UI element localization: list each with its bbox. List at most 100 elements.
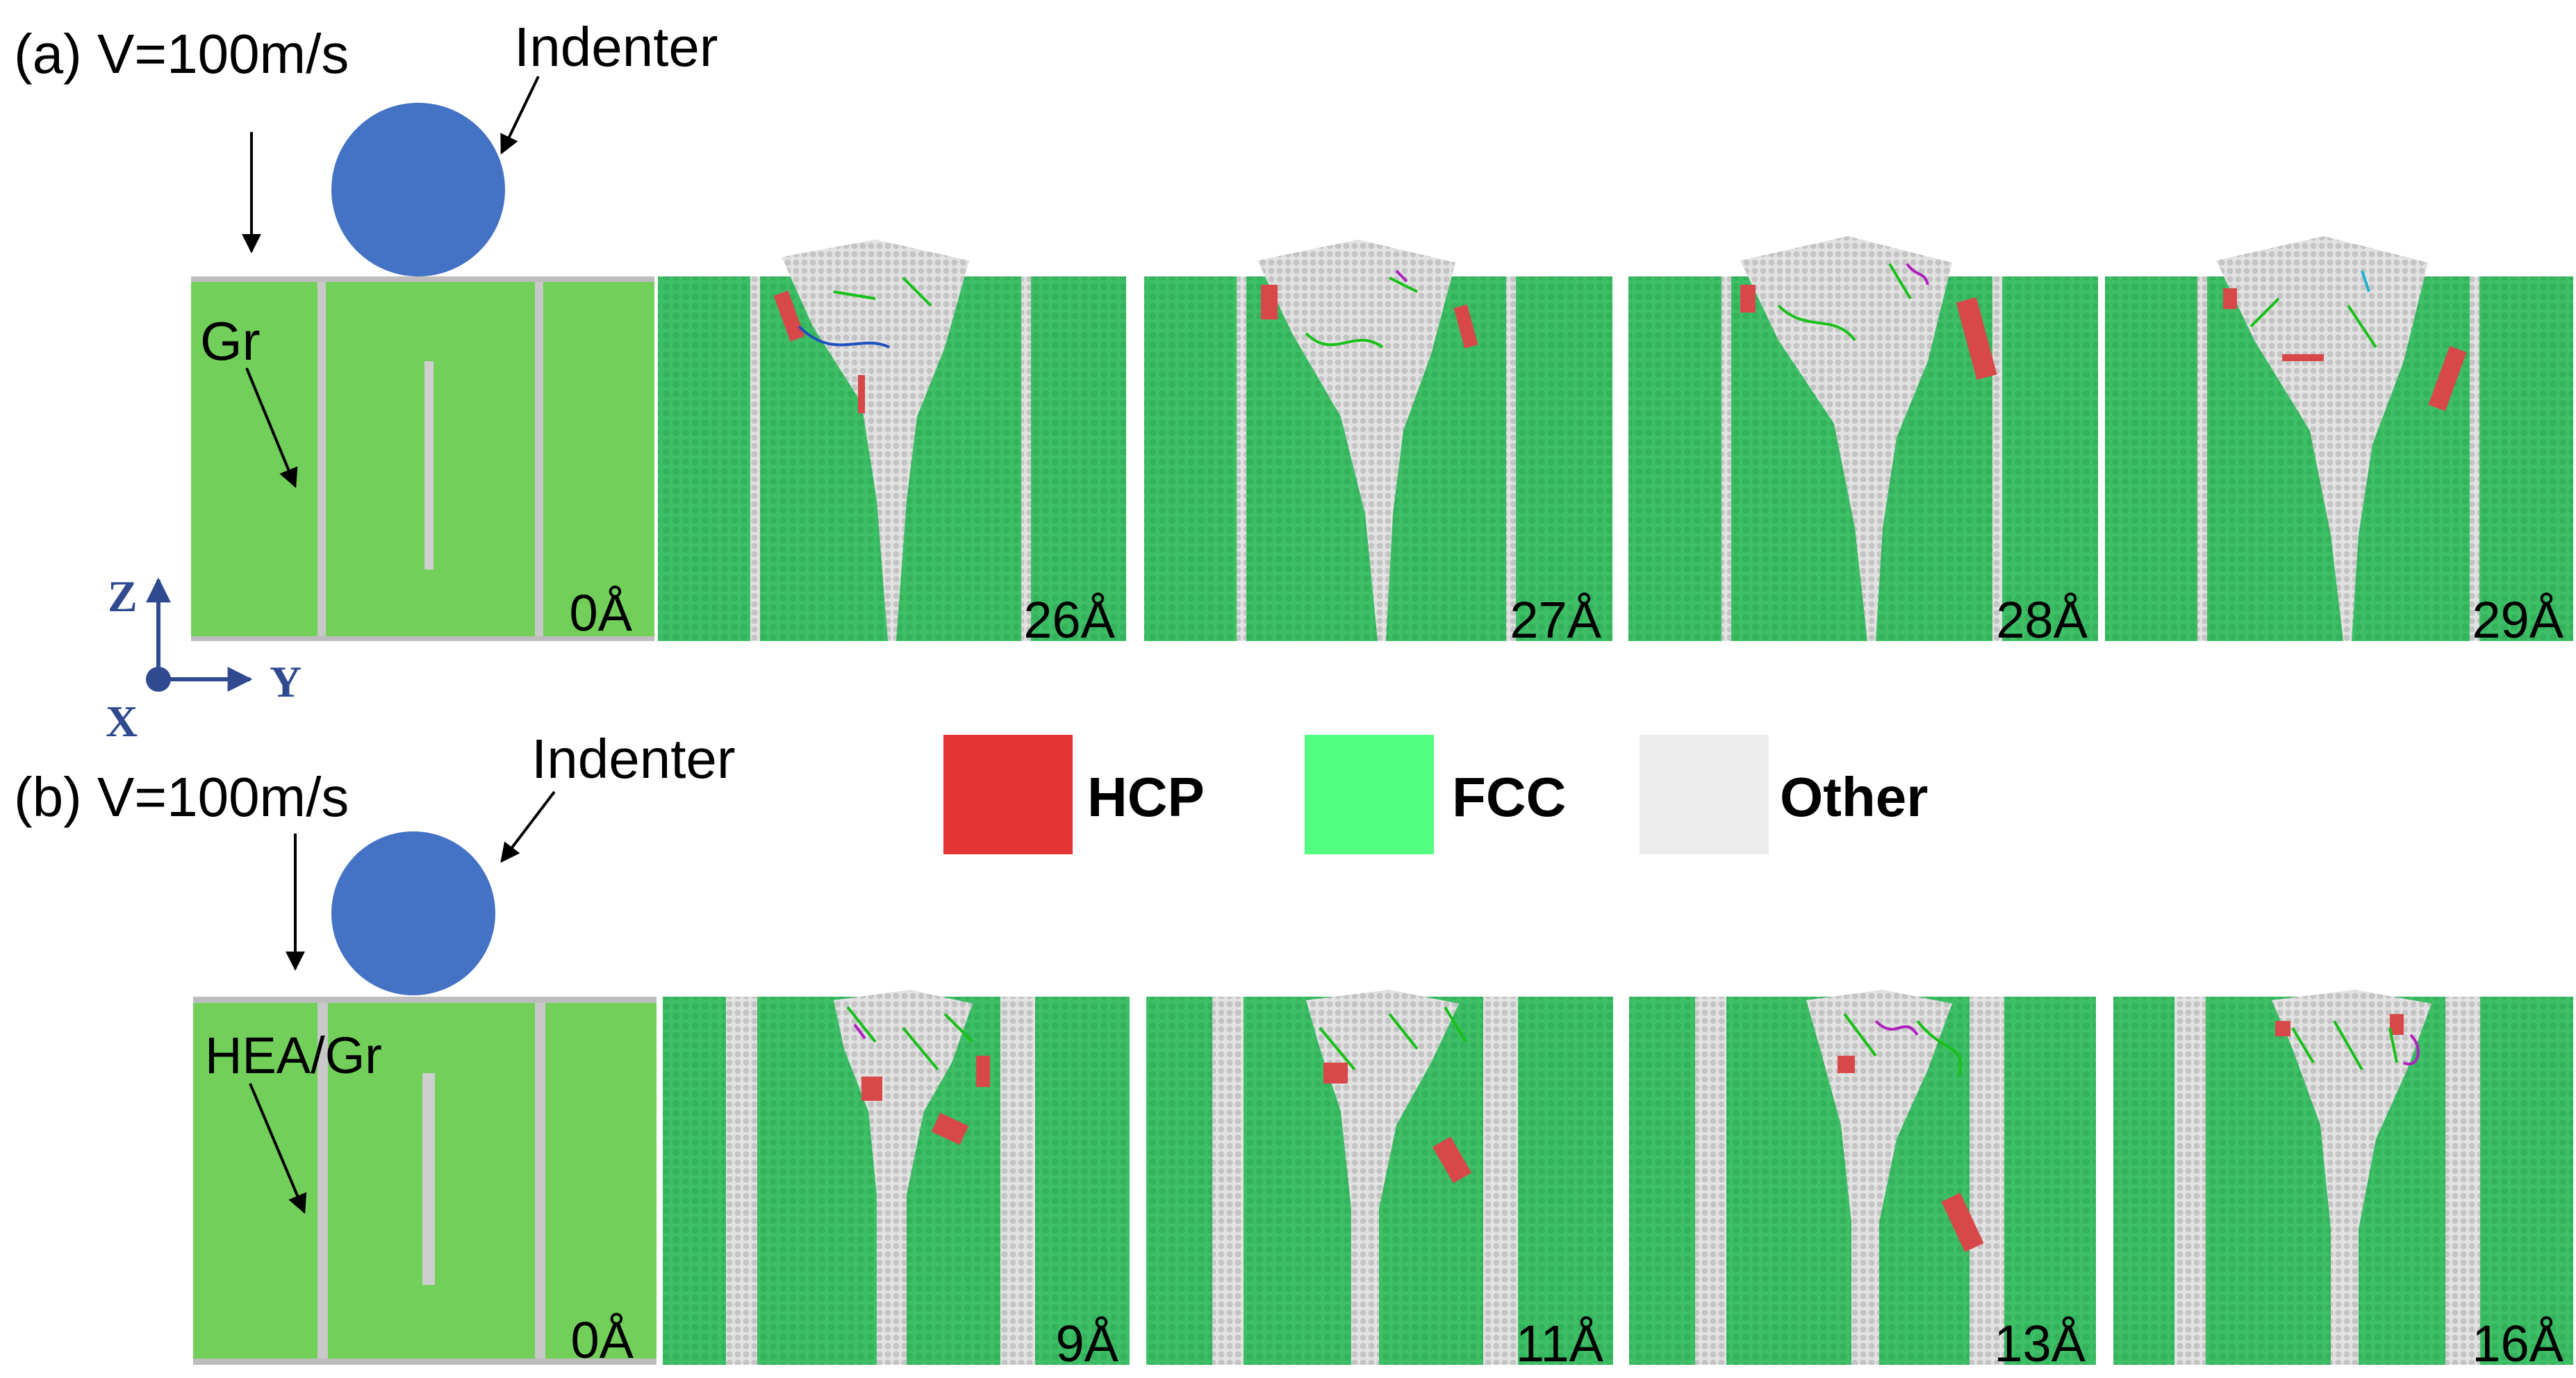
dislocation-line [1777, 263, 1912, 342]
row-b: (b) V=100m/s Indenter HEA/Gr 0Å [14, 728, 2573, 1372]
deformed-zone [2216, 236, 2428, 641]
panel-a1: 26Å [658, 240, 1126, 649]
row-a-material-label: Gr [200, 310, 261, 372]
hcp-cluster [1838, 1056, 1855, 1073]
hea-gr-layer [193, 997, 657, 1003]
dislocation-line [2403, 1034, 2420, 1065]
hea-gr-layer [535, 1003, 545, 1359]
dislocation-line [1305, 276, 1418, 349]
dislocation-line [1843, 1013, 1962, 1077]
hcp-cluster [1956, 297, 1997, 380]
row-a-caption: (a) V=100m/s [14, 23, 349, 85]
hcp-cluster [931, 1113, 969, 1145]
graphene-layer [1506, 276, 1516, 641]
depth-label: 27Å [1510, 591, 1601, 649]
x-axis-label: X [106, 697, 138, 746]
depth-label: 0Å [569, 584, 632, 642]
row-a-indenter-label: Indenter [514, 16, 718, 78]
hea-gr-layer [1212, 997, 1244, 1365]
x-axis-dot [146, 667, 171, 692]
panel-b3: 13Å [1629, 990, 2096, 1372]
hcp-cluster [1740, 285, 1756, 313]
deformed-zone [1257, 240, 1455, 641]
hcp-cluster [2282, 354, 2324, 361]
deformed-zone [1806, 990, 1952, 1365]
dislocation-line [1395, 269, 1408, 283]
deformed-zone [1740, 236, 1952, 641]
hea-gr-layer [726, 997, 757, 1365]
legend-swatch-hcp [943, 735, 1073, 854]
hea-gr-layer [317, 1003, 328, 1359]
dislocation-line [798, 325, 890, 349]
hcp-cluster [861, 1077, 882, 1101]
panel-b0: HEA/Gr 0Å [193, 997, 657, 1369]
legend-label-hcp: HCP [1087, 766, 1205, 828]
z-axis-label: Z [108, 572, 138, 621]
row-b-indenter-arrow [500, 790, 556, 863]
dislocation-line [1874, 1020, 1919, 1036]
graphene-layer [535, 282, 543, 636]
dislocation-line [1319, 1006, 1467, 1071]
y-axis-label: Y [270, 657, 302, 706]
graphene-layer [191, 636, 654, 641]
dislocation-line [2249, 297, 2377, 349]
hcp-cluster [976, 1056, 990, 1087]
hea-gr-layer [1000, 997, 1035, 1365]
hea-gr-layer [422, 1073, 435, 1285]
hcp-cluster [858, 375, 865, 413]
depth-label: 26Å [1023, 591, 1115, 649]
hcp-cluster [1261, 285, 1278, 319]
hcp-cluster [2275, 1021, 2290, 1036]
dislocation-line [1906, 263, 1929, 285]
graphene-layer [191, 276, 654, 282]
panel-b4: 16Å [2113, 990, 2573, 1372]
depth-label: 9Å [1055, 1315, 1118, 1372]
legend-label-other: Other [1780, 766, 1928, 828]
panel-a3: 28Å [1628, 236, 2098, 649]
panel-a0: Gr 0Å [191, 276, 654, 642]
hea-gr-layer [2445, 997, 2480, 1365]
hcp-cluster [1941, 1193, 1984, 1252]
hea-gr-layer [1970, 997, 2004, 1365]
hea-gr-layer [1695, 997, 1726, 1365]
legend-swatch-fcc [1305, 735, 1434, 854]
hea-gr-layer [193, 1359, 657, 1365]
hcp-cluster [2428, 346, 2467, 411]
graphene-layer [2197, 276, 2207, 641]
panel-a2: 27Å [1144, 240, 1612, 649]
graphene-layer [1237, 276, 1246, 641]
hea-gr-layer [2174, 997, 2206, 1365]
deformed-zone [782, 240, 969, 641]
depth-label: 29Å [2472, 591, 2563, 649]
graphene-layer [317, 282, 326, 636]
legend: HCP FCC Other [943, 735, 1928, 854]
hcp-cluster [1323, 1063, 1348, 1084]
depth-label: 11Å [1516, 1315, 1604, 1372]
material-arrow [245, 367, 298, 488]
row-a-indenter-arrow [500, 76, 540, 155]
graphene-layer [1992, 276, 2002, 641]
graphene-layer [750, 276, 760, 641]
hcp-cluster [1433, 1136, 1471, 1184]
hcp-cluster [773, 290, 805, 342]
coordinate-axes: Z Y X [106, 572, 302, 746]
dislocation-line [833, 276, 932, 307]
row-a: (a) V=100m/s Indenter Gr 0Å 26Å [14, 16, 2573, 649]
row-b-indenter-label: Indenter [531, 728, 736, 790]
dislocation-line [2361, 270, 2370, 292]
graphene-layer [424, 361, 434, 570]
depth-label: 28Å [1996, 591, 2088, 649]
dislocation-line [853, 1023, 866, 1040]
graphene-layer [2470, 276, 2479, 641]
graphene-layer [1021, 276, 1031, 641]
legend-swatch-other [1640, 735, 1769, 854]
indenter-sphere [331, 103, 505, 276]
panel-b2: 11Å [1146, 990, 1613, 1372]
indenter-sphere [331, 831, 495, 995]
hea-gr-layer [1483, 997, 1518, 1365]
panel-b1: 9Å [663, 990, 1130, 1372]
dislocation-line [846, 1006, 974, 1071]
fcc-region [191, 276, 654, 641]
material-arrow [249, 1083, 307, 1214]
